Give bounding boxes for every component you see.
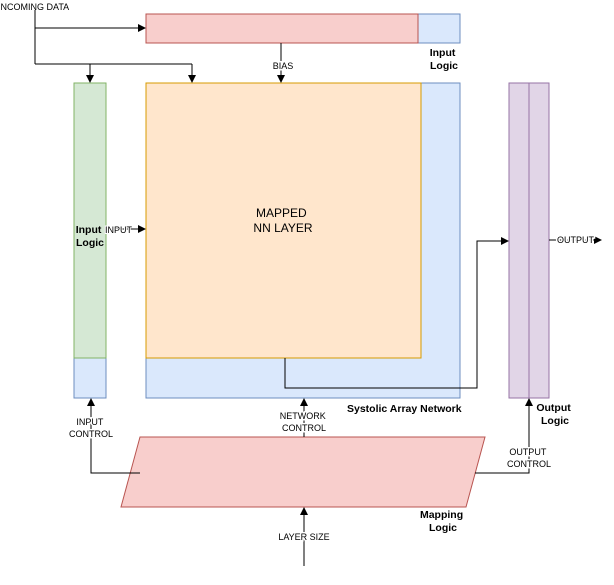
mapping-logic-block [120,436,486,508]
output-control-label: OUTPUT CONTROL [507,447,551,469]
incoming-data-label: INCOMING DATA [0,2,69,12]
left-input-logic-label: Input Logic [76,224,105,249]
input-arrow-label: INPUT [105,225,133,235]
array-to-output-logic-arrow [284,237,509,389]
mapped-nn-layer-label: MAPPED NN LAYER [253,206,312,235]
network-control-label: NETWORK CONTROL [280,411,329,433]
bias-label: BIAS [273,61,294,71]
left-input-logic-block [73,82,107,399]
output-arrow-label: OUTPUT [557,235,595,245]
mapped-nn-layer-block [145,82,422,359]
output-logic-col-2 [528,82,550,399]
top-input-logic-label: Input Logic [430,47,459,72]
left-input-logic-green [73,82,107,359]
input-control-label: INPUT CONTROL [69,417,113,439]
output-logic-label: Output Logic [536,402,573,427]
top-input-logic-block [145,13,461,44]
connectors [34,10,602,566]
output-logic-block [508,82,550,399]
layer-size-label: LAYER SIZE [278,532,329,542]
mapping-logic-label: Mapping Logic [420,509,466,534]
input-control-arrow [87,398,140,474]
output-logic-col-1 [508,82,530,399]
top-input-logic-pink [145,13,419,44]
systolic-array-label: Systolic Array Network [347,403,462,415]
output-control-arrow [475,398,533,474]
